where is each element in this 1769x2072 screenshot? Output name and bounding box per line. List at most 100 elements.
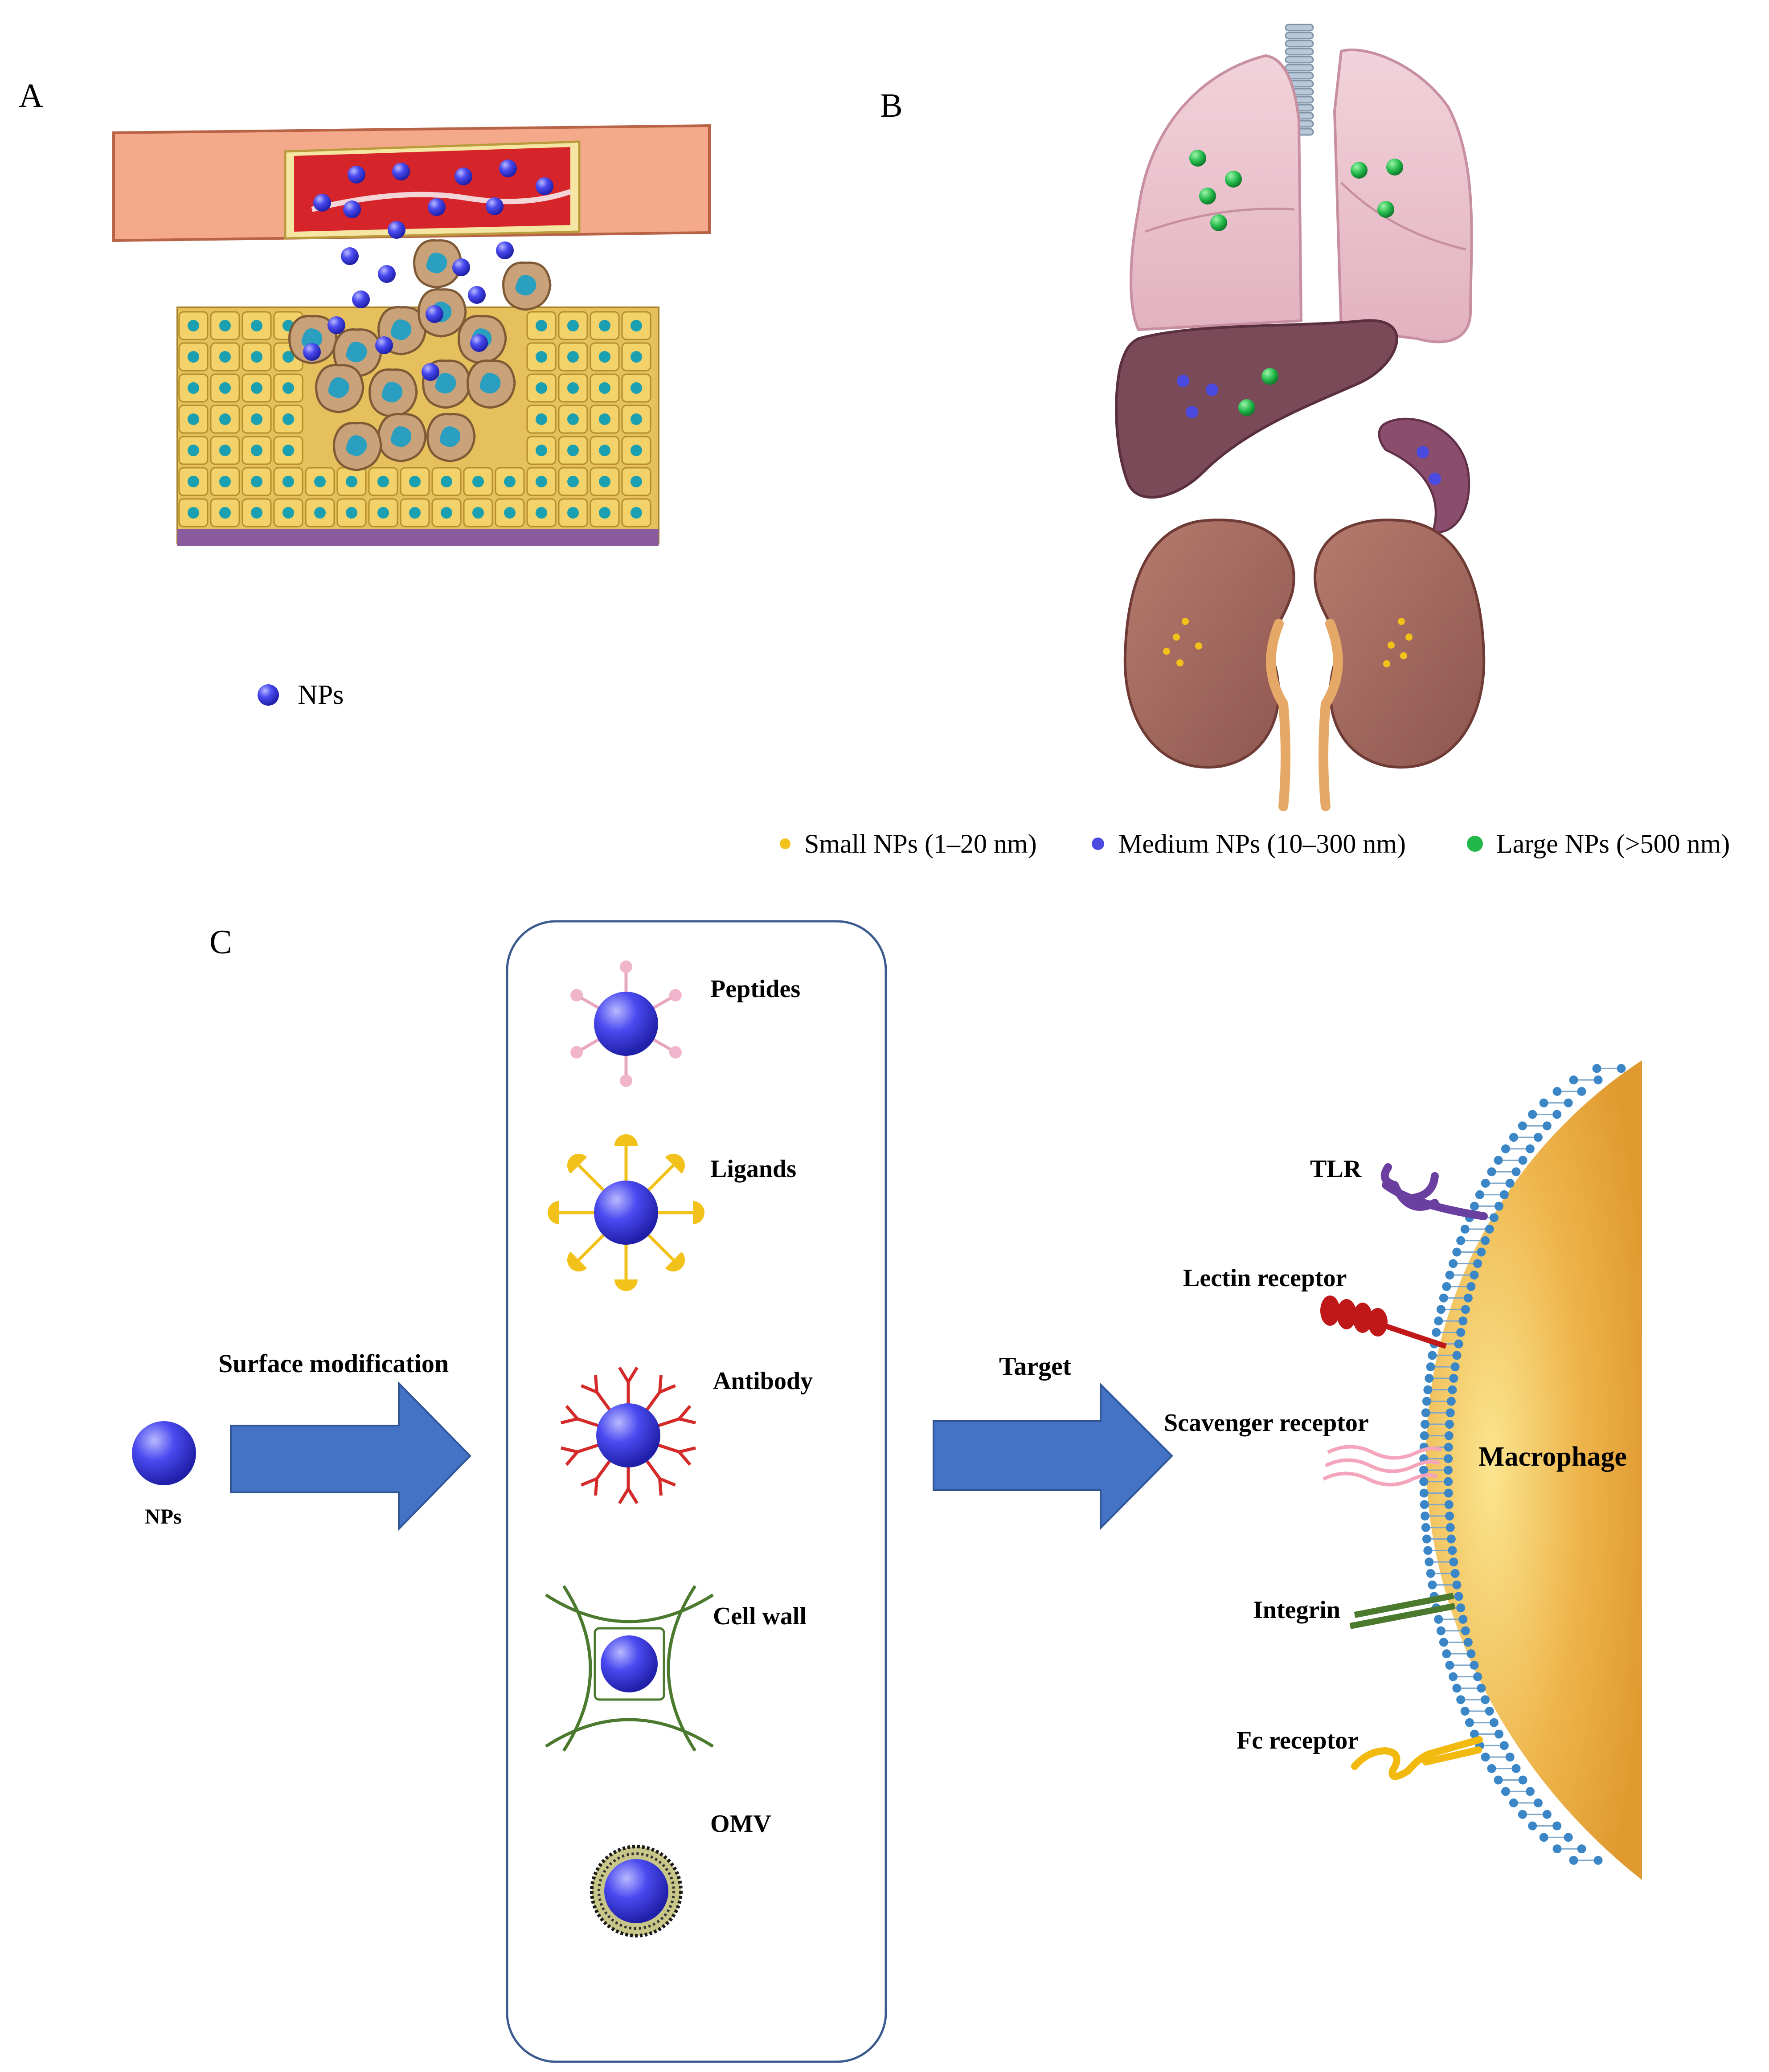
tumour-nucleus [479, 372, 501, 394]
lipid-head [1518, 1810, 1527, 1819]
lipid-head [1423, 1385, 1433, 1394]
lipid-head [1494, 1156, 1503, 1165]
lipid-head [1446, 1408, 1455, 1418]
lipid-head [1452, 1351, 1462, 1360]
lipid-head [1592, 1064, 1601, 1073]
panel-a-letter: A [19, 77, 43, 114]
tumour-nucleus [328, 377, 349, 398]
np-particle [352, 290, 370, 308]
antibody-fork [618, 1366, 630, 1383]
lipid-head [1446, 1534, 1456, 1544]
lipid-head [1444, 1431, 1454, 1440]
lipid-head [1477, 1247, 1486, 1257]
receptor-label-tlr: TLR [1310, 1155, 1362, 1183]
np-particle [470, 334, 488, 352]
lipid-head [1449, 1259, 1458, 1268]
fc-receptor [1351, 1736, 1483, 1780]
mod-label-cell-wall: Cell wall [713, 1602, 807, 1630]
tlr-receptor [1380, 1163, 1488, 1220]
lungs [1130, 49, 1473, 343]
cell-nucleus [219, 413, 231, 425]
receptor-label-fc: Fc receptor [1237, 1727, 1359, 1754]
lipid-head [1434, 1316, 1443, 1326]
tumour-nucleus [301, 328, 323, 349]
lipid-head [1444, 1500, 1454, 1509]
lipid-head [1419, 1477, 1429, 1486]
lipid-head [1419, 1466, 1428, 1475]
lipid-head [1528, 1821, 1537, 1831]
mod-label-ligands: Ligands [710, 1155, 796, 1183]
lipid-head [1456, 1603, 1466, 1613]
cell-nucleus [346, 507, 357, 519]
np-particle [486, 197, 504, 215]
lipid-head [1489, 1213, 1499, 1222]
np-particle [313, 194, 331, 212]
lipid-head [1494, 1775, 1503, 1785]
lipid-head [1552, 1844, 1562, 1854]
cell-nucleus [283, 507, 294, 519]
small-np [1195, 642, 1202, 650]
modification-box [506, 920, 887, 2063]
lipid-head [1509, 1132, 1518, 1142]
cell-nucleus [219, 507, 231, 519]
np-particle [378, 265, 396, 283]
antibody-fork [658, 1375, 663, 1393]
lipid-head [1465, 1718, 1474, 1727]
cell-nucleus [567, 445, 579, 456]
lipid-head [1552, 1821, 1562, 1831]
lipid-head [1494, 1729, 1503, 1739]
lipid-head [1448, 1385, 1457, 1394]
lipid-head [1505, 1753, 1515, 1761]
cell-nucleus [472, 476, 484, 487]
medium-np [1177, 375, 1189, 387]
tumour-nucleus [515, 274, 536, 296]
lipid-head [1439, 1293, 1448, 1303]
legend-small-label: Small NPs (1–20 nm) [804, 829, 1037, 858]
np-particle [375, 336, 393, 354]
lipid-head [1444, 1477, 1453, 1486]
lipid-head [1450, 1569, 1460, 1578]
large-np [1351, 162, 1368, 179]
lipid-head [1463, 1293, 1473, 1303]
lipid-head [1456, 1236, 1466, 1245]
cell-nucleus [472, 507, 484, 519]
large-np [1377, 201, 1394, 218]
cell-nucleus [567, 351, 579, 363]
tumour-cluster [288, 239, 552, 471]
lipid-head [1569, 1075, 1578, 1085]
cell-nucleus [599, 476, 610, 487]
cell-nucleus [536, 445, 547, 456]
tumour-nucleus [390, 426, 412, 447]
cell-nucleus [631, 382, 642, 394]
lipid-head [1421, 1419, 1430, 1429]
antibody-fork [659, 1477, 676, 1487]
lipid-head [1444, 1454, 1453, 1463]
small-np [1383, 660, 1390, 667]
cell-nucleus [631, 507, 642, 519]
medium-np [1186, 406, 1198, 418]
lipid-head [1450, 1362, 1460, 1372]
panel-c-letter: C [209, 924, 232, 961]
cell-nucleus [283, 351, 294, 363]
blood-vessel [112, 124, 711, 242]
cell-nucleus [283, 413, 294, 425]
legend-large-label: Large NPs (>500 nm) [1496, 829, 1730, 858]
lipid-head [1445, 1512, 1454, 1521]
ligand-end [614, 1134, 638, 1146]
lipid-head [1445, 1419, 1454, 1429]
integrin-receptor [1349, 1593, 1456, 1629]
mod-label-omv: OMV [710, 1810, 771, 1838]
np-particle [303, 343, 321, 361]
tumour-nucleus [346, 341, 367, 363]
np-particle [348, 166, 365, 184]
small-np [1176, 659, 1183, 666]
lipid-head [1454, 1339, 1463, 1349]
lipid-head [1542, 1810, 1552, 1819]
liver [1115, 319, 1398, 499]
tumour-nucleus [439, 426, 461, 447]
lipid-head [1539, 1098, 1548, 1108]
lipid-head [1434, 1614, 1443, 1624]
legend-a: NPs [258, 680, 344, 710]
antibody-fork [565, 1451, 579, 1466]
lipid-head [1511, 1764, 1521, 1773]
